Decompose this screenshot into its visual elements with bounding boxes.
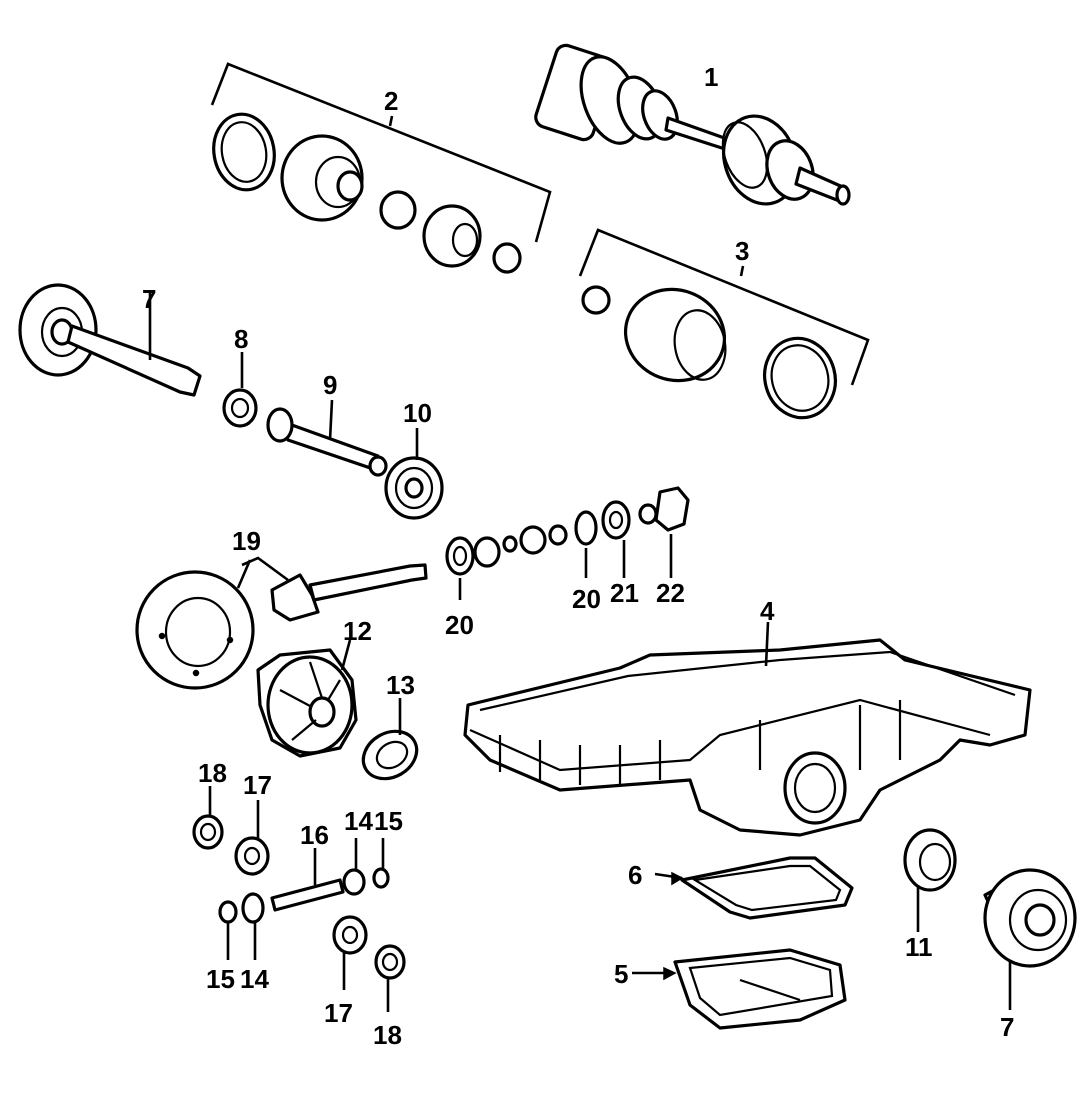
spacer-tube-9 — [266, 399, 388, 477]
axle-shaft-left — [18, 283, 202, 397]
callout-16: 16 — [300, 820, 329, 850]
callout-3: 3 — [735, 236, 749, 266]
callout-21: 21 — [610, 578, 639, 608]
callout-4: 4 — [760, 596, 775, 626]
callout-12: 12 — [343, 616, 372, 646]
bearing-13 — [361, 698, 419, 781]
callout-14-top: 14 — [344, 806, 373, 836]
callout-6: 6 — [628, 860, 642, 890]
callout-7-left: 7 — [142, 284, 156, 314]
callout-11: 11 — [905, 932, 933, 962]
callout-20-right: 20 — [572, 584, 601, 614]
seal-11 — [903, 828, 957, 932]
callout-17-top: 17 — [243, 770, 272, 800]
callout-20-left: 20 — [445, 610, 474, 640]
ring-and-pinion-19 — [135, 556, 428, 690]
callout-19: 19 — [232, 526, 261, 556]
callout-18-top: 18 — [198, 758, 227, 788]
callout-15-bottom: 15 — [206, 964, 235, 994]
callout-labels: 1 2 3 4 5 6 7 7 8 9 10 11 12 13 14 14 15… — [142, 62, 1014, 1050]
bearing-8 — [222, 352, 258, 428]
callout-9: 9 — [323, 370, 337, 400]
callout-17-bottom: 17 — [324, 998, 353, 1028]
differential-case-12 — [256, 639, 358, 758]
callout-2: 2 — [384, 86, 398, 116]
oil-pan-5 — [632, 948, 847, 1030]
callout-5: 5 — [614, 959, 628, 989]
spider-gear-hardware — [192, 786, 406, 1012]
callout-14-bottom: 14 — [240, 964, 269, 994]
callout-7-right: 7 — [1000, 1012, 1014, 1042]
callout-13: 13 — [386, 670, 415, 700]
pinion-hardware — [445, 486, 690, 600]
callout-18-bottom: 18 — [373, 1020, 402, 1050]
callout-8: 8 — [234, 324, 248, 354]
callout-10: 10 — [403, 398, 432, 428]
housing-pan-4 — [463, 621, 1032, 837]
callout-15-top: 15 — [374, 806, 403, 836]
cv-axle-shaft — [534, 43, 851, 206]
callout-1: 1 — [704, 62, 718, 92]
inner-boot-kit — [578, 228, 870, 420]
outer-boot-kit — [210, 62, 552, 274]
gasket-6 — [654, 856, 854, 920]
callout-22: 22 — [656, 578, 685, 608]
seal-10 — [384, 428, 444, 520]
axle-flange-right — [983, 868, 1077, 1010]
